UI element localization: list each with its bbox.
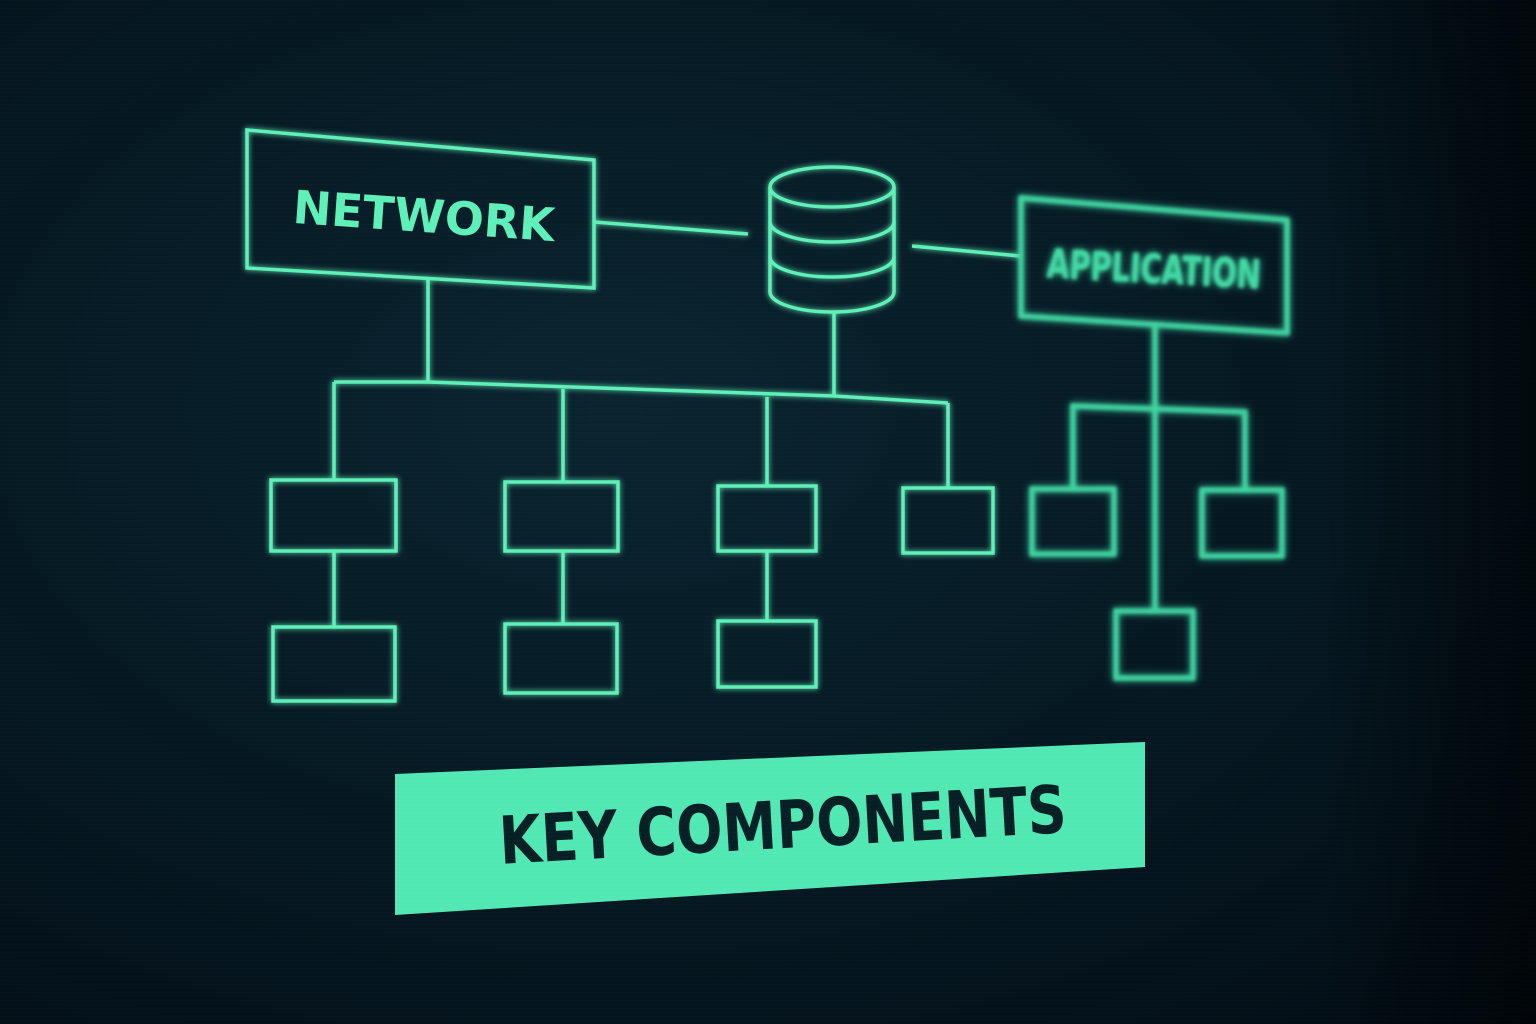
database-icon[interactable] — [768, 165, 896, 314]
component-box[interactable] — [716, 484, 818, 553]
component-box[interactable] — [269, 478, 398, 553]
component-box[interactable] — [1113, 608, 1196, 681]
component-box[interactable] — [716, 619, 818, 689]
component-box[interactable] — [1199, 487, 1285, 559]
db-app-connector — [911, 244, 1021, 258]
application-label: APPLICATION — [1046, 241, 1262, 298]
app-bus — [1070, 403, 1248, 488]
component-box[interactable] — [901, 486, 995, 555]
network-label: NETWORK — [291, 180, 559, 252]
component-box[interactable] — [503, 622, 619, 695]
component-box[interactable] — [1029, 486, 1117, 557]
component-box[interactable] — [271, 625, 397, 703]
main-bus — [334, 380, 949, 405]
network-db-connector — [593, 220, 749, 236]
component-box[interactable] — [503, 480, 620, 553]
